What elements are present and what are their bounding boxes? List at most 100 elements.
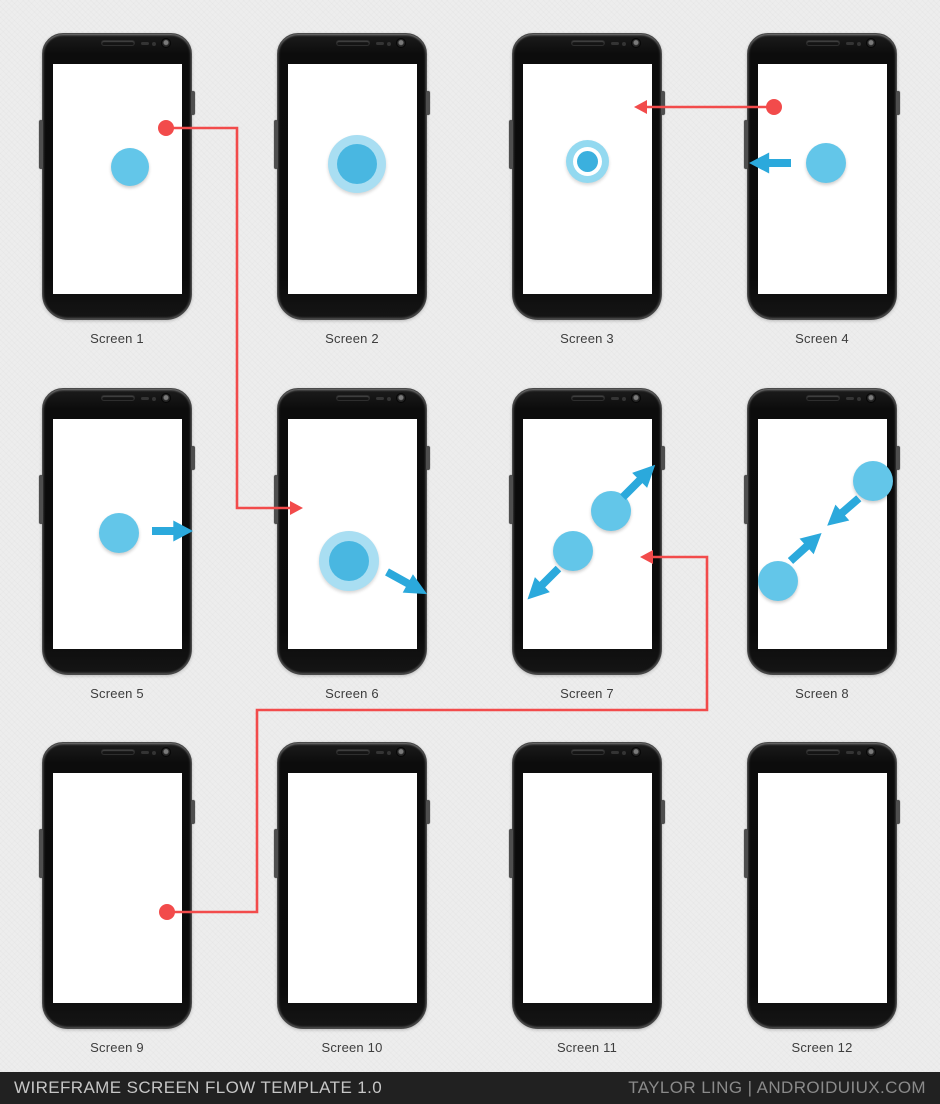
- speaker-icon: [807, 750, 839, 754]
- phone-mockup-10: [274, 742, 430, 1029]
- volume-button-icon: [274, 829, 278, 878]
- proximity-sensor-icon: [141, 42, 149, 45]
- screen-label-8: Screen 8: [795, 686, 849, 701]
- volume-button-icon: [509, 475, 513, 524]
- long-press-gesture-icon: [566, 140, 609, 183]
- speaker-icon: [102, 396, 134, 400]
- proximity-sensor-icon: [141, 751, 149, 754]
- phone-mockup-11: [509, 742, 665, 1029]
- screen-label-1: Screen 1: [90, 331, 144, 346]
- front-camera-icon: [161, 393, 171, 403]
- screen-label-12: Screen 12: [791, 1040, 853, 1055]
- phone-mockup-8: [744, 388, 900, 675]
- screen-canvas: [758, 419, 887, 649]
- volume-button-icon: [509, 829, 513, 878]
- light-sensor-icon: [152, 397, 156, 401]
- front-camera-icon: [161, 38, 171, 48]
- power-button-icon: [426, 800, 430, 824]
- phone-mockup-1: [39, 33, 195, 320]
- phone-mockup-6: [274, 388, 430, 675]
- front-camera-icon: [631, 393, 641, 403]
- speaker-icon: [337, 396, 369, 400]
- light-sensor-icon: [387, 397, 391, 401]
- volume-button-icon: [274, 120, 278, 169]
- power-button-icon: [661, 91, 665, 115]
- volume-button-icon: [274, 475, 278, 524]
- speaker-icon: [337, 41, 369, 45]
- proximity-sensor-icon: [376, 397, 384, 400]
- proximity-sensor-icon: [611, 42, 619, 45]
- proximity-sensor-icon: [846, 751, 854, 754]
- light-sensor-icon: [857, 397, 861, 401]
- front-camera-icon: [866, 393, 876, 403]
- light-sensor-icon: [622, 42, 626, 46]
- proximity-sensor-icon: [611, 751, 619, 754]
- power-button-icon: [661, 800, 665, 824]
- light-sensor-icon: [622, 397, 626, 401]
- volume-button-icon: [39, 475, 43, 524]
- screen-label-11: Screen 11: [556, 1040, 618, 1055]
- front-camera-icon: [396, 393, 406, 403]
- screen-canvas: [523, 419, 652, 649]
- double-tap-inner-circle: [329, 541, 369, 581]
- light-sensor-icon: [857, 42, 861, 46]
- volume-button-icon: [509, 120, 513, 169]
- touch-point-icon: [758, 561, 798, 601]
- power-button-icon: [896, 800, 900, 824]
- speaker-icon: [572, 396, 604, 400]
- volume-button-icon: [744, 475, 748, 524]
- phone-mockup-4: [744, 33, 900, 320]
- front-camera-icon: [866, 38, 876, 48]
- screen-label-4: Screen 4: [795, 331, 849, 346]
- screen-label-5: Screen 5: [90, 686, 144, 701]
- long-press-dot: [577, 151, 598, 172]
- speaker-icon: [102, 41, 134, 45]
- volume-button-icon: [744, 120, 748, 169]
- power-button-icon: [426, 91, 430, 115]
- speaker-icon: [807, 41, 839, 45]
- screen-label-2: Screen 2: [325, 331, 379, 346]
- touch-point-icon: [853, 461, 893, 501]
- screen-canvas: [523, 773, 652, 1003]
- speaker-icon: [807, 396, 839, 400]
- front-camera-icon: [396, 747, 406, 757]
- footer-bar: WIREFRAME SCREEN FLOW TEMPLATE 1.0 TAYLO…: [0, 1072, 940, 1104]
- light-sensor-icon: [387, 751, 391, 755]
- volume-button-icon: [39, 829, 43, 878]
- footer-credit: TAYLOR LING | ANDROIDUIUX.COM: [628, 1078, 926, 1097]
- touch-point-icon: [806, 143, 846, 183]
- speaker-icon: [337, 750, 369, 754]
- proximity-sensor-icon: [376, 751, 384, 754]
- phone-mockup-12: [744, 742, 900, 1029]
- volume-button-icon: [744, 829, 748, 878]
- touch-point-icon: [99, 513, 139, 553]
- phone-mockup-2: [274, 33, 430, 320]
- light-sensor-icon: [387, 42, 391, 46]
- double-tap-inner-circle: [337, 144, 377, 184]
- front-camera-icon: [631, 38, 641, 48]
- speaker-icon: [102, 750, 134, 754]
- footer-title: WIREFRAME SCREEN FLOW TEMPLATE 1.0: [14, 1078, 383, 1097]
- power-button-icon: [426, 446, 430, 470]
- front-camera-icon: [631, 747, 641, 757]
- tap-gesture-icon: [111, 148, 149, 186]
- double-tap-gesture-icon: [319, 531, 379, 591]
- power-button-icon: [191, 446, 195, 470]
- screen-label-6: Screen 6: [325, 686, 379, 701]
- front-camera-icon: [161, 747, 171, 757]
- screen-label-10: Screen 10: [321, 1040, 383, 1055]
- light-sensor-icon: [622, 751, 626, 755]
- phone-mockup-3: [509, 33, 665, 320]
- volume-button-icon: [39, 120, 43, 169]
- touch-point-icon: [553, 531, 593, 571]
- light-sensor-icon: [152, 42, 156, 46]
- front-camera-icon: [396, 38, 406, 48]
- screen-label-7: Screen 7: [560, 686, 614, 701]
- phone-mockup-9: [39, 742, 195, 1029]
- power-button-icon: [191, 800, 195, 824]
- power-button-icon: [191, 91, 195, 115]
- power-button-icon: [896, 446, 900, 470]
- screen-canvas: [288, 773, 417, 1003]
- speaker-icon: [572, 750, 604, 754]
